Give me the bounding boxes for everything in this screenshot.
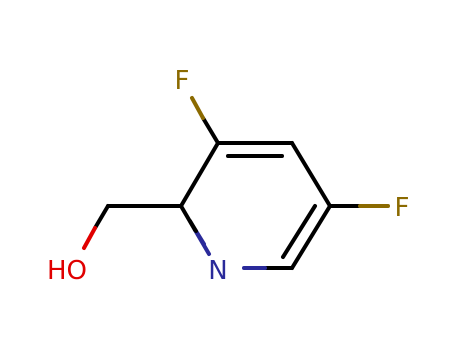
bond-n-c2-inner bbox=[188, 219, 198, 233]
bond-c2-c3 bbox=[179, 141, 220, 208]
atom-label-fluorine-right: F bbox=[395, 193, 410, 223]
bond-c5-c6-inner bbox=[281, 204, 317, 259]
atom-label-hydroxyl: HO bbox=[47, 256, 87, 286]
bond-c5-c6 bbox=[290, 204, 332, 270]
bond-n-c2-inner-n bbox=[194, 229, 206, 246]
bond-c3-f-c bbox=[201, 116, 220, 145]
bond-c4-c5 bbox=[290, 141, 332, 208]
atom-label-fluorine-top: F bbox=[175, 66, 190, 96]
bond-ch2-o-c bbox=[93, 204, 110, 230]
bond-ch2-o-o bbox=[82, 226, 97, 250]
bond-c3-f-f bbox=[190, 96, 205, 120]
bonds bbox=[82, 96, 390, 270]
atom-label-nitrogen: N bbox=[208, 256, 227, 286]
